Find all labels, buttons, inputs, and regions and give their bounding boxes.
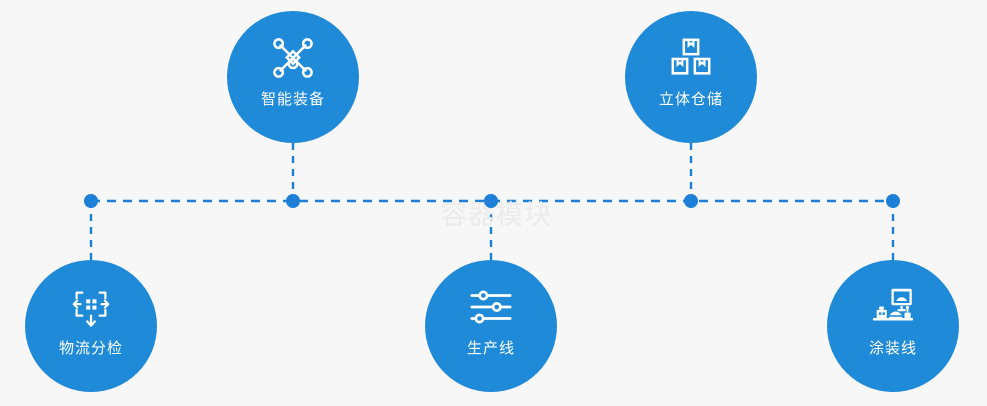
network-nodes-icon: [273, 38, 313, 78]
junction-logistics[interactable]: [84, 194, 98, 208]
factory-console-icon: [872, 288, 914, 321]
node-circle-coating[interactable]: 涂装线: [827, 260, 959, 392]
node-circle-production[interactable]: 生产线: [425, 260, 557, 392]
node-circle-equipment[interactable]: 智能装备: [227, 11, 359, 143]
stacked-boxes-icon: [671, 38, 711, 75]
sliders-icon: [470, 290, 512, 324]
node-circle-warehouse[interactable]: 立体仓储: [625, 11, 757, 143]
junction-production[interactable]: [484, 194, 498, 208]
node-label-equipment: 智能装备: [260, 90, 325, 108]
junction-warehouse[interactable]: [684, 194, 698, 208]
junction-coating[interactable]: [886, 194, 900, 208]
node-label-logistics: 物流分检: [58, 339, 123, 357]
node-label-coating: 涂装线: [868, 339, 917, 357]
sorting-arrows-icon: [72, 291, 110, 327]
node-circle-logistics[interactable]: 物流分检: [25, 260, 157, 392]
node-label-production: 生产线: [466, 339, 515, 357]
node-label-warehouse: 立体仓储: [658, 90, 723, 108]
junction-equipment[interactable]: [286, 194, 300, 208]
